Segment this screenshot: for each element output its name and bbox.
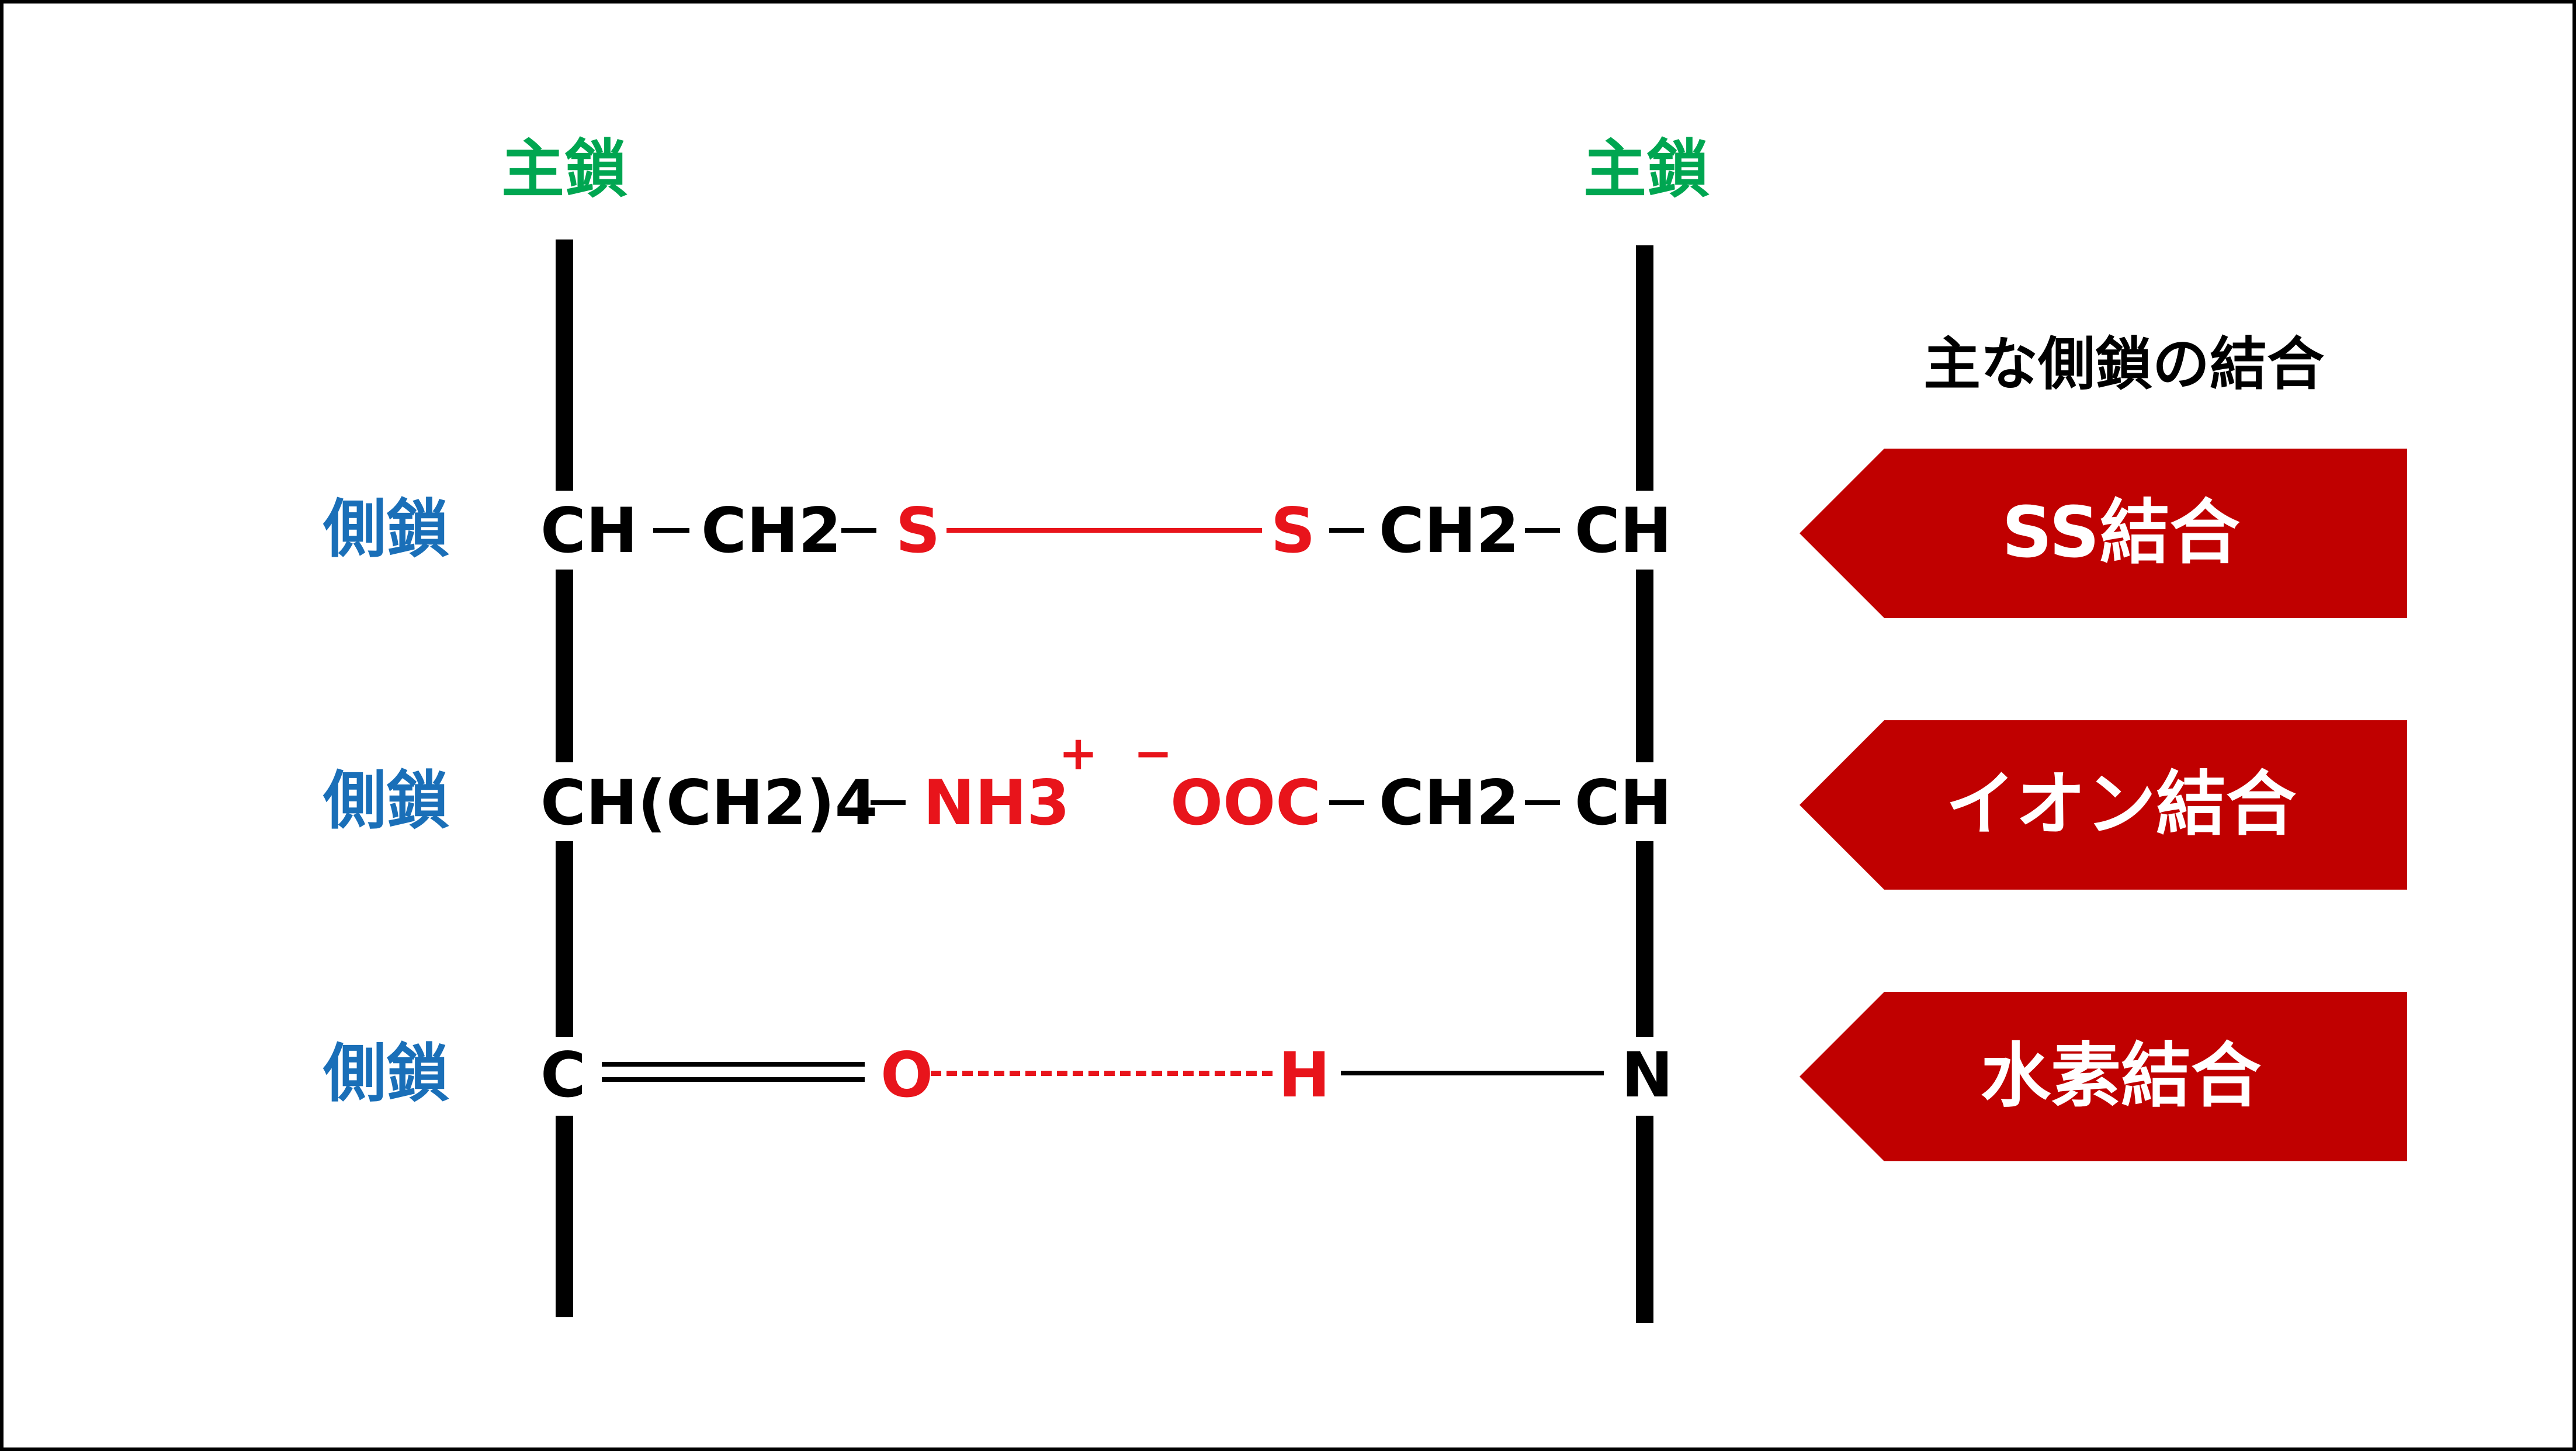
main-chain-right-segment	[1636, 841, 1653, 1037]
row3-single-bond	[1341, 1071, 1604, 1075]
legend-label-ionic: イオン結合	[1946, 764, 2296, 845]
row1-single-bond	[653, 528, 689, 533]
side-chain-label: 側鎖	[323, 1037, 450, 1110]
ss-bond-line	[947, 528, 1262, 533]
main-chain-label-right: 主鎖	[1583, 133, 1710, 206]
legend-arrow-ss	[1800, 449, 2407, 618]
row1-single-bond	[1525, 528, 1560, 533]
row1-left-ch: CH	[540, 495, 638, 567]
legend-arrow-hydrogen	[1800, 992, 2407, 1161]
row1-sulfur-left: S	[896, 495, 941, 567]
row2-ch2-right: CH2	[1379, 767, 1520, 839]
main-chain-left-segment	[556, 1116, 573, 1317]
row1-ch2-right: CH2	[1379, 495, 1520, 567]
row1-right-ch: CH	[1575, 495, 1672, 567]
main-chain-left-segment	[556, 841, 573, 1037]
main-chain-right-segment	[1636, 245, 1653, 491]
row2-single-bond	[1329, 800, 1364, 805]
row3-carbon: C	[540, 1039, 586, 1111]
row3-oxygen: O	[880, 1039, 934, 1111]
row1-sulfur-right: S	[1271, 495, 1316, 567]
main-chain-right-segment	[1636, 570, 1653, 762]
main-chain-label-left: 主鎖	[501, 133, 628, 206]
legend-arrow-ionic	[1800, 720, 2407, 890]
row1-single-bond	[1329, 528, 1364, 533]
row2-single-bond	[1525, 800, 1560, 805]
row2-ammonium: NH3	[923, 767, 1070, 839]
legend-label-ss: SS結合	[2002, 492, 2240, 574]
main-chain-right-segment	[1636, 1116, 1653, 1323]
main-chain-left-segment	[556, 239, 573, 491]
row2-single-bond	[871, 800, 906, 805]
row1-ch2-left: CH2	[701, 495, 842, 567]
side-chain-label: 側鎖	[323, 765, 450, 838]
row2-plus-charge: +	[1059, 726, 1098, 780]
hydrogen-bond-dashes	[931, 1071, 1273, 1076]
row3-hydrogen: H	[1278, 1039, 1330, 1111]
row2-right-ch: CH	[1575, 767, 1672, 839]
row2-carboxylate: OOC	[1170, 767, 1322, 839]
legend-label-hydrogen: 水素結合	[1981, 1036, 2261, 1117]
row2-minus-charge: −	[1133, 726, 1173, 780]
legend-title: 主な側鎖の結合	[1923, 331, 2325, 398]
side-chain-label: 側鎖	[323, 493, 450, 566]
row1-single-bond	[841, 528, 876, 533]
row3-double-bond	[602, 1062, 865, 1082]
main-chain-left-segment	[556, 570, 573, 762]
row2-left-group: CH(CH2)4	[540, 767, 878, 839]
row3-nitrogen: N	[1621, 1039, 1673, 1111]
